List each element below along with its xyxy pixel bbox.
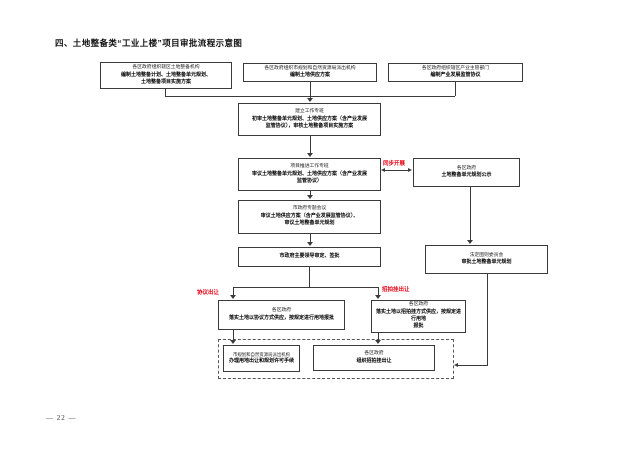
arrowhead-down-icon	[307, 242, 313, 246]
box-body: 落实土地以招拍挂方式供应，按规定进行用地 报批	[375, 308, 461, 330]
box-header: 各区政府	[271, 308, 292, 314]
box-land-supply-plan: 各区政府组织市规划和自然资源局派出机构 编制土地供应方案	[243, 63, 377, 82]
box-body: 审议土地供应方案（含产业发展监管协议）、 审议土地整备单元规划	[260, 213, 359, 227]
box-header: 市规划和自然资源局派出机构	[232, 351, 291, 357]
box-body: 审议土地整备单元规划、土地供应方案（含产业发展 监管协议）	[251, 170, 367, 184]
flow-line	[378, 333, 379, 341]
box-body: 土地整备单元规划公示	[441, 172, 492, 179]
box-header: 建立工作专班	[295, 108, 324, 114]
box-agreement-supply: 各区政府 落实土地以协议方式供应，按规定进行用地报批	[218, 300, 345, 330]
box-header: 法定图则委员会	[469, 252, 504, 258]
box-auction-supply: 各区政府 落实土地以招拍挂方式供应，按规定进行用地 报批	[371, 300, 466, 333]
flow-line	[310, 82, 311, 99]
flow-line	[233, 330, 234, 341]
box-plan-publicity: 各区政府 土地整备单元规划公示	[413, 158, 520, 187]
flow-line	[165, 89, 166, 96]
box-statutory-plan-committee: 法定图则委员会 审批土地整备单元规划	[425, 245, 548, 274]
flow-line	[310, 234, 311, 243]
box-permit-procedures: 市规划和自然资源局派出机构 办理用地出让和规划许可手续	[223, 345, 300, 372]
box-header: 各区政府	[456, 165, 477, 171]
box-industry-dept: 各区政府组织辖区产业主管部门 编制产业发展监管协议	[388, 63, 523, 82]
box-header: 各区政府组织市规划和自然资源局派出机构	[264, 65, 356, 71]
page-number: — 22 —	[46, 414, 77, 422]
flow-line	[233, 287, 378, 288]
flow-line	[470, 187, 471, 241]
flow-line	[487, 274, 488, 365]
box-body: 落实土地以协议方式供应，按规定进行用地报批	[228, 314, 334, 321]
box-header: 各区政府组织辖区产业主管部门	[421, 65, 490, 71]
box-mayor-approval: 市政府主要领导审定、签批	[238, 247, 381, 267]
box-header: 各区政府	[408, 302, 429, 308]
arrowhead-down-icon	[375, 340, 381, 344]
flow-line	[310, 191, 311, 196]
flow-line	[385, 170, 409, 171]
label-agreement-transfer: 协议出让	[197, 290, 220, 296]
flow-line	[458, 365, 488, 366]
arrowhead-right-icon	[408, 168, 412, 172]
box-header: 项目推进工作专班	[290, 163, 329, 169]
box-body: 办理用地出让和规划许可手续	[228, 357, 294, 364]
arrowhead-left-icon	[381, 168, 385, 172]
box-body: 编制土地整备计划、土地整备单元规划、 土地整备项目实施方案	[120, 71, 211, 85]
flow-line	[378, 287, 379, 296]
box-header: 各区政府组织辖区土地整备机构	[132, 64, 200, 70]
box-body: 编制产业发展监管协议	[430, 72, 481, 79]
box-body: 市政府主要领导审定、签批	[279, 253, 340, 260]
arrowhead-down-icon	[375, 295, 381, 299]
flow-line	[310, 136, 311, 154]
arrowhead-down-icon	[230, 340, 236, 344]
arrowhead-left-icon	[454, 363, 458, 367]
arrowhead-down-icon	[230, 295, 236, 299]
box-body: 审批土地整备单元规划	[461, 259, 512, 266]
box-project-promotion-team: 项目推进工作专班 审议土地整备单元规划、土地供应方案（含产业发展 监管协议）	[238, 158, 381, 191]
box-body: 组织招拍挂出让	[356, 357, 392, 364]
box-body: 编制土地供应方案	[289, 72, 330, 79]
box-header: 市政府专题会议	[292, 206, 327, 212]
box-header: 各区政府	[364, 351, 384, 357]
label-auction-transfer: 招拍挂出让	[382, 287, 410, 293]
arrowhead-down-icon	[307, 195, 313, 199]
box-district-prep-agency: 各区政府组织辖区土地整备机构 编制土地整备计划、土地整备单元规划、 土地整备项目…	[100, 62, 232, 89]
arrowhead-down-icon	[307, 153, 313, 157]
flow-line	[455, 82, 456, 96]
dashed-group-box	[218, 339, 454, 379]
arrowhead-down-icon	[467, 240, 473, 244]
page-title: 四、土地整备类“工业上楼”项目审批流程示意图	[55, 38, 243, 48]
flow-line	[233, 287, 234, 296]
flow-line	[309, 267, 310, 287]
box-work-team: 建立工作专班 初审土地整备单元规划、土地供应方案（含产业发展 监管协议），审核土…	[238, 103, 381, 136]
arrowhead-down-icon	[307, 98, 313, 102]
label-sync-parallel: 同步开展	[383, 161, 406, 167]
box-auction-organize: 各区政府 组织招拍挂出让	[313, 345, 435, 371]
box-mayor-topic-meeting: 市政府专题会议 审议土地供应方案（含产业发展监管协议）、 审议土地整备单元规划	[238, 200, 381, 234]
box-body: 初审土地整备单元规划、土地供应方案（含产业发展 监管协议），审核土地整备项目实施…	[251, 115, 367, 129]
